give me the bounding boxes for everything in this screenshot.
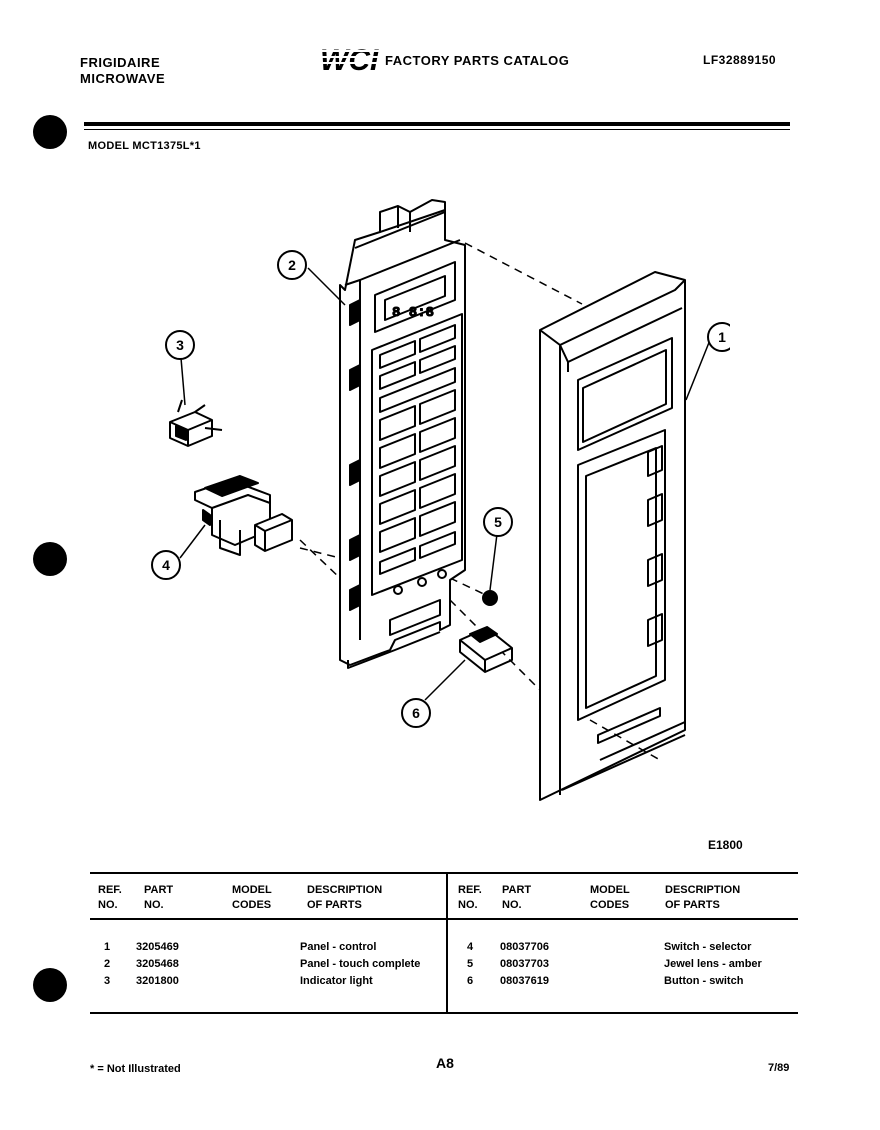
- table-header-rule: [90, 918, 798, 920]
- table-column-divider: [446, 873, 448, 1013]
- ref-no: 2: [104, 958, 111, 970]
- part-no: 08037706: [500, 941, 549, 953]
- selector-switch-part: [194, 475, 293, 556]
- switch-button-part: [459, 626, 513, 673]
- exploded-parts-diagram: 8 8:8: [130, 190, 737, 815]
- indicator-light-part: [169, 399, 223, 447]
- logo-text: WCI: [320, 44, 379, 76]
- table-top-rule: [90, 872, 798, 874]
- drawing-number: E1800: [708, 838, 743, 852]
- wci-logo: WCI: [318, 42, 382, 81]
- header-ref-no-left: REF.NO.: [98, 884, 122, 911]
- svg-text:8 8:8: 8 8:8: [392, 305, 434, 321]
- table-bottom-rule: [90, 1012, 798, 1014]
- callout-5: 5: [494, 514, 502, 530]
- header-rule-thin: [84, 129, 790, 130]
- header-ref-no-right: REF.NO.: [458, 884, 482, 911]
- part-description: Switch - selector: [664, 941, 752, 953]
- page-number: A8: [436, 1055, 454, 1071]
- part-description: Jewel lens - amber: [664, 958, 762, 970]
- brand-block: FRIGIDAIRE MICROWAVE: [80, 55, 165, 87]
- callout-3: 3: [176, 337, 184, 353]
- part-no: 3205469: [136, 941, 179, 953]
- ref-no: 1: [104, 941, 111, 953]
- callout-6: 6: [412, 705, 420, 721]
- ref-no: 3: [104, 975, 111, 987]
- header-rule: [84, 122, 790, 126]
- part-description: Panel - control: [300, 941, 377, 953]
- product-type: MICROWAVE: [80, 71, 166, 86]
- part-no: 08037703: [500, 958, 549, 970]
- model-number: MODEL MCT1375L*1: [88, 140, 201, 152]
- catalog-date: 7/89: [768, 1062, 790, 1074]
- callout-2: 2: [288, 257, 296, 273]
- part-description: Indicator light: [300, 975, 373, 987]
- jewel-lens-part: [482, 590, 498, 606]
- callout-1: 1: [718, 329, 726, 345]
- catalog-number: LF32889150: [703, 53, 777, 67]
- ref-no: 6: [467, 975, 474, 987]
- part-no: 3205468: [136, 958, 179, 970]
- ref-no: 4: [467, 941, 474, 953]
- brand-name: FRIGIDAIRE: [80, 55, 161, 70]
- not-illustrated-note: * = Not Illustrated: [90, 1063, 181, 1075]
- binder-hole-top: [33, 115, 67, 149]
- part-description: Panel - touch complete: [300, 958, 421, 970]
- ref-no: 5: [467, 958, 474, 970]
- binder-hole-middle: [33, 542, 67, 576]
- catalog-title: FACTORY PARTS CATALOG: [385, 53, 570, 68]
- control-panel-part: [539, 271, 686, 801]
- binder-hole-bottom: [33, 968, 67, 1002]
- callout-4: 4: [162, 557, 170, 573]
- touch-panel-part: 8 8:8: [339, 199, 466, 669]
- part-no: 3201800: [136, 975, 179, 987]
- part-no: 08037619: [500, 975, 549, 987]
- part-description: Button - switch: [664, 975, 744, 987]
